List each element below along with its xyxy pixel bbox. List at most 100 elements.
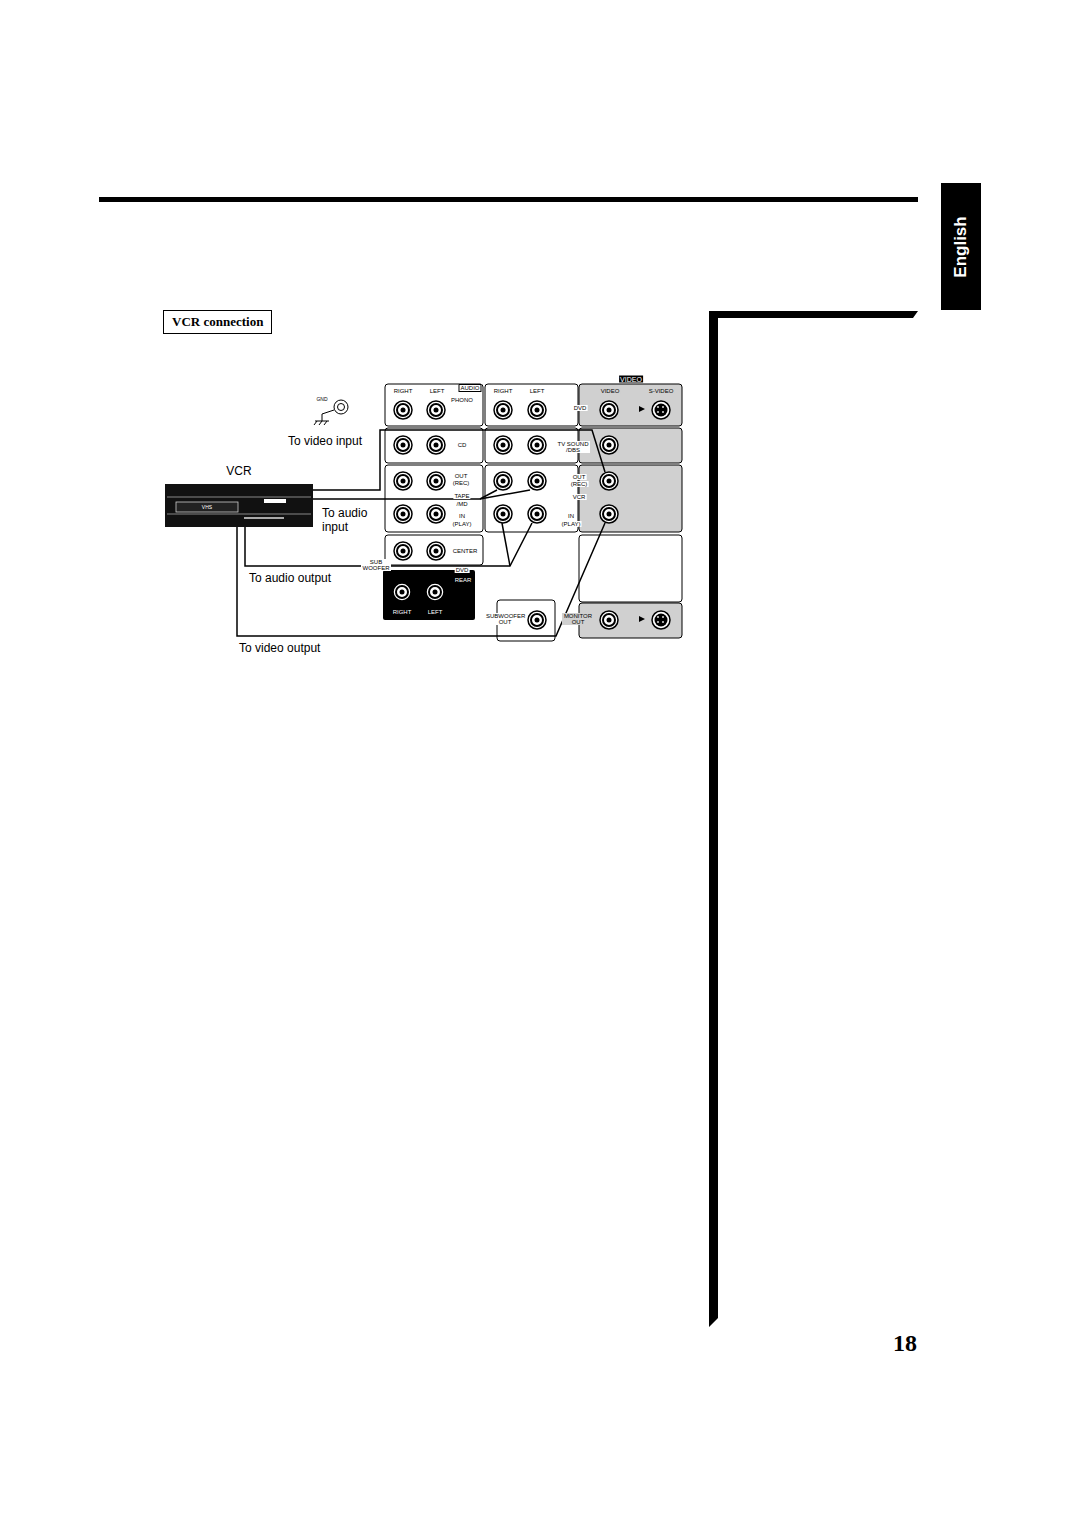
jack-label: (PLAY) — [452, 521, 473, 527]
rca-jack — [528, 472, 546, 490]
jack-ring — [430, 439, 442, 451]
jack-pin — [607, 408, 612, 413]
jack-pin — [433, 590, 438, 595]
jack-rim — [394, 542, 412, 560]
column-label: VIDEO — [600, 388, 621, 394]
jack-rim — [494, 436, 512, 454]
jack-pin — [607, 512, 612, 517]
jack-pin — [607, 443, 612, 448]
jack-rim — [600, 436, 618, 454]
jack-rim — [494, 505, 512, 523]
jack-rim — [427, 472, 445, 490]
gnd-screw — [338, 404, 345, 411]
jack-ring — [430, 475, 442, 487]
rear-box — [383, 570, 475, 620]
channel-label: LEFT — [427, 609, 444, 615]
jack-ring — [397, 508, 409, 520]
rca-jack — [600, 505, 618, 523]
callout-text: To video output — [237, 641, 322, 655]
audio-input-wire — [480, 490, 530, 499]
jack-pin — [535, 408, 540, 413]
jack-rim — [427, 505, 445, 523]
rca-jack — [494, 472, 512, 490]
panel-box — [579, 428, 682, 463]
rca-jack — [528, 611, 546, 629]
arrow-mark — [639, 616, 645, 622]
jack-ring — [603, 508, 615, 520]
rca-jack — [427, 472, 445, 490]
jack-ring — [396, 586, 408, 598]
jack-ring — [531, 508, 543, 520]
jack-pin — [535, 479, 540, 484]
device-name: VCR — [209, 464, 269, 478]
jack-label: SUBWOOFER OUT — [485, 613, 525, 625]
cassette-slot — [176, 502, 238, 512]
rca-jack — [394, 472, 412, 490]
jack-ring — [531, 475, 543, 487]
jack-ring — [397, 404, 409, 416]
jack-ring — [603, 614, 615, 626]
jack-rim — [394, 401, 412, 419]
vcr-display — [264, 499, 286, 503]
jack-ring — [429, 586, 441, 598]
audio-output-wire — [502, 523, 510, 566]
video-panel — [579, 384, 682, 638]
rca-jack — [528, 401, 546, 419]
panel-box — [485, 384, 578, 426]
jack-pin — [401, 479, 406, 484]
jack-pin — [657, 406, 659, 408]
channel-label: RIGHT — [493, 388, 514, 394]
jack-pin — [657, 616, 659, 618]
jack-core — [655, 404, 668, 417]
jack-ring — [531, 614, 543, 626]
jack-core — [655, 614, 668, 627]
channel-label: LEFT — [429, 388, 446, 394]
jack-ring — [497, 508, 509, 520]
jack-ring — [603, 439, 615, 451]
brand-mark: VHS — [201, 505, 213, 510]
jack-rim — [394, 436, 412, 454]
jack-rim — [600, 505, 618, 523]
jack-ring — [397, 545, 409, 557]
vcr-body — [165, 484, 313, 527]
jack-rim — [494, 401, 512, 419]
audio-input-wire — [313, 490, 497, 499]
jack-ring — [497, 439, 509, 451]
ground-symbol — [324, 421, 327, 425]
vcr-illustration — [165, 484, 313, 527]
jack-rim — [600, 611, 618, 629]
jack-pin — [535, 618, 540, 623]
jack-pin — [434, 549, 439, 554]
rca-jack — [427, 505, 445, 523]
panel-box — [579, 603, 682, 638]
rca-jack — [427, 542, 445, 560]
rca-jack — [494, 436, 512, 454]
jack-rim — [427, 436, 445, 454]
rca-jack — [394, 542, 412, 560]
jack-rim — [528, 472, 546, 490]
jack-pin — [434, 408, 439, 413]
rca-jack — [600, 436, 618, 454]
jack-label: DVD — [455, 567, 470, 573]
rca-jack — [426, 583, 444, 601]
jack-label: PHONO — [450, 397, 474, 403]
jack-label: OUT — [572, 474, 587, 480]
rca-jack — [394, 436, 412, 454]
callout-text: To audio output — [247, 571, 333, 585]
jack-rim — [528, 436, 546, 454]
rca-jack — [393, 583, 411, 601]
jack-pin — [501, 443, 506, 448]
jack-pin — [400, 590, 405, 595]
rca-jack — [394, 505, 412, 523]
jack-label: (REC) — [452, 480, 471, 486]
arrow-mark — [639, 406, 645, 412]
jack-label: CD — [457, 442, 468, 448]
panel-box — [385, 384, 483, 426]
section-label: REAR — [454, 577, 473, 583]
jack-rim — [652, 401, 670, 419]
jack-pin — [501, 408, 506, 413]
jack-pin — [434, 443, 439, 448]
jack-ring — [430, 545, 442, 557]
jack-label: /MD — [456, 501, 469, 507]
